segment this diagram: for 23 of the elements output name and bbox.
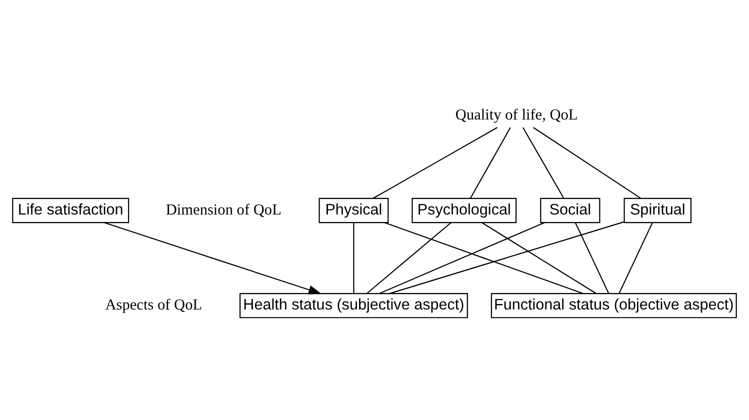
- node-box: Physical: [318, 197, 389, 223]
- connector: [366, 222, 452, 294]
- connector: [379, 222, 545, 294]
- node-box: Spiritual: [624, 197, 692, 223]
- connector: [353, 222, 354, 293]
- node-box: Social: [540, 197, 600, 223]
- connector: [389, 220, 624, 294]
- node-box: Life satisfaction: [12, 197, 130, 223]
- connector: [533, 126, 642, 198]
- node-box: Psychological: [412, 197, 517, 223]
- connector: [384, 222, 584, 294]
- connector: [618, 222, 653, 294]
- node-text: Quality of life, QoL: [455, 106, 578, 123]
- connector: [372, 126, 498, 198]
- connector: [482, 222, 596, 294]
- arrow: [104, 222, 322, 294]
- node-box: Functional status (objective aspect): [490, 292, 737, 318]
- connector: [470, 126, 511, 198]
- node-box: Health status (subjective aspect): [240, 292, 468, 318]
- connector: [574, 222, 610, 294]
- label: Dimension of QoL: [166, 201, 282, 218]
- label: Aspects of QoL: [105, 296, 202, 314]
- connector: [522, 126, 564, 198]
